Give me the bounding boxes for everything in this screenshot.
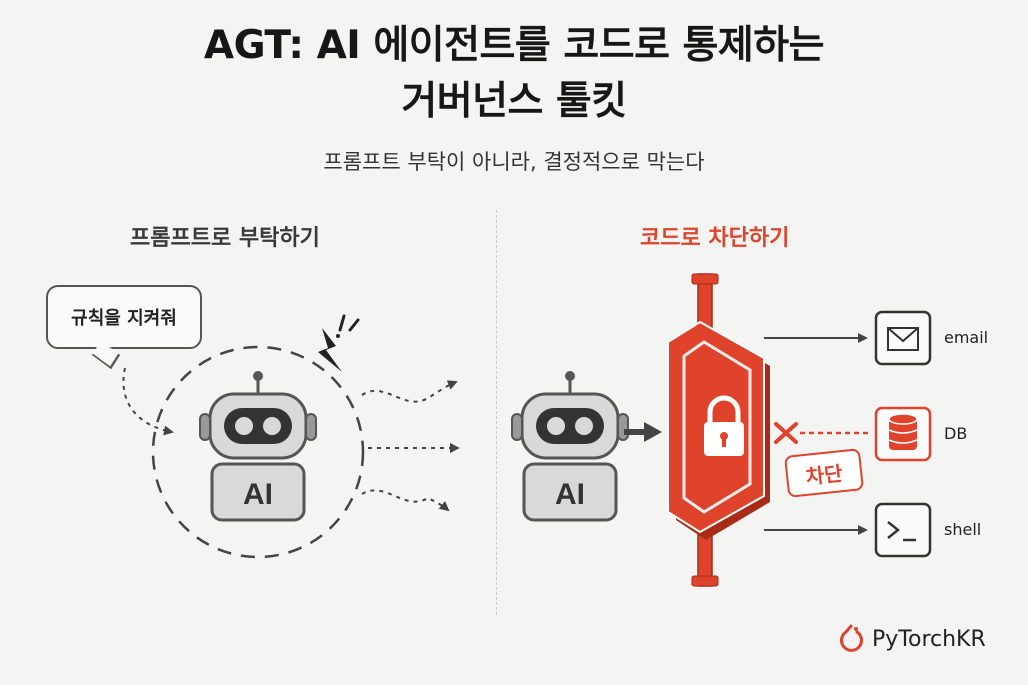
left-robot-icon xyxy=(199,371,317,522)
blocked-badge: 차단 xyxy=(784,448,864,498)
right-panel-title: 코드로 차단하기 xyxy=(640,226,790,251)
shell-target-box xyxy=(874,502,932,558)
robot-to-gate-arrowhead xyxy=(644,422,662,442)
dashed-boundary-circle xyxy=(151,345,365,559)
lock-icon xyxy=(704,395,744,456)
email-label: email xyxy=(944,328,989,347)
right-robot-icon xyxy=(511,371,629,522)
speech-bubble: 규칙을 지켜줘 xyxy=(46,285,202,349)
brand-logo: PyTorchKR xyxy=(838,624,986,654)
speech-bubble-text: 규칙을 지켜줘 xyxy=(71,308,177,329)
page-subtitle: 프롬프트 부탁이 아니라, 결정적으로 막는다 xyxy=(323,150,705,174)
terminal-icon xyxy=(887,521,916,542)
shell-label: shell xyxy=(944,520,982,539)
right-robot-label: AI xyxy=(555,478,585,511)
left-robot-label: AI xyxy=(243,478,273,511)
email-target-box xyxy=(874,310,932,366)
exclamation-icon xyxy=(336,314,360,338)
page-title: AGT: AI 에이전트를 코드로 통제하는 거버넌스 툴킷 xyxy=(203,23,825,124)
db-label: DB xyxy=(944,424,968,443)
envelope-icon xyxy=(887,327,919,351)
pytorch-flame-icon xyxy=(840,624,863,652)
database-icon xyxy=(888,413,918,450)
left-panel-title: 프롬프트로 부탁하기 xyxy=(130,226,320,251)
escape-arrow-top xyxy=(361,380,458,403)
block-x-icon xyxy=(774,422,798,444)
escape-arrow-bottom xyxy=(361,489,450,512)
brand-name: PyTorchKR xyxy=(872,626,986,652)
bubble-to-robot-arrow xyxy=(122,367,174,436)
panel-divider xyxy=(496,210,497,615)
